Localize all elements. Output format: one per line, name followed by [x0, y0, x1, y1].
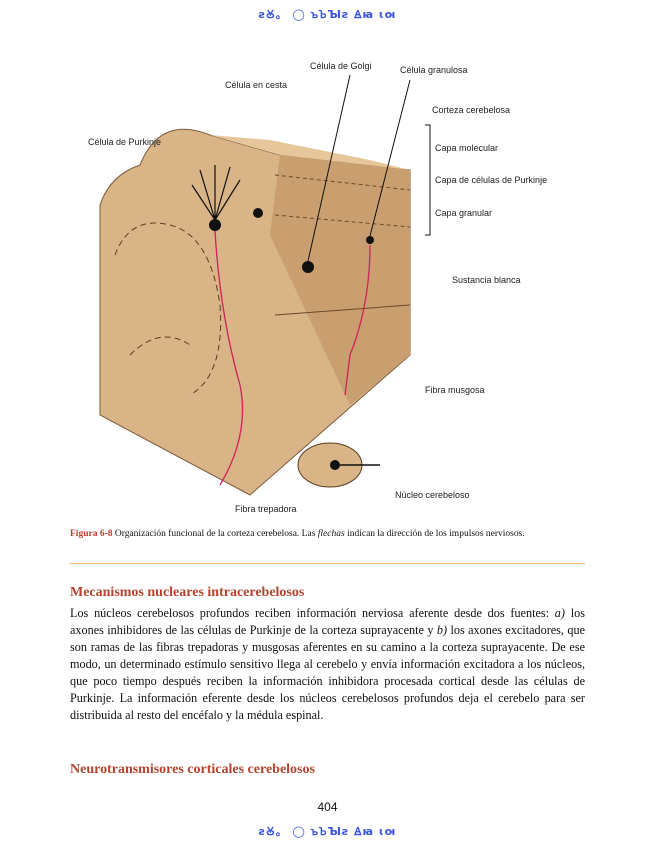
watermark-top: ꙅꙊ。 ◯ ꙏꙎꙐꙅ Ꙙꙗ ꙇꙕ	[258, 8, 397, 21]
section1-paragraph: Los núcleos cerebelosos profundos recibe…	[70, 605, 585, 724]
mossy-fiber	[344, 244, 371, 396]
top-surface	[210, 135, 410, 170]
list-marker-a: a)	[554, 606, 565, 620]
label-cesta: Célula en cesta	[225, 80, 287, 90]
caption-text-before: Organización funcional de la corteza cer…	[112, 529, 318, 539]
caption-italic: flechas	[317, 529, 345, 539]
label-molecular: Capa molecular	[435, 143, 498, 153]
paragraph-text: los axones inhibidores de las células de…	[70, 606, 585, 637]
nucleus-soma	[330, 460, 340, 470]
list-marker-b: b)	[436, 623, 448, 637]
granule-pointer	[369, 79, 411, 237]
cerebellar-cortex-figure: Célula de Golgi Célula granulosa Célula …	[70, 55, 590, 525]
layer-line	[274, 174, 411, 191]
page-number: 404	[317, 800, 338, 814]
paragraph-text: Los núcleos cerebelosos profundos recibe…	[70, 606, 555, 620]
purkinje-soma	[209, 219, 221, 231]
watermark-bottom: ꙅꙊ。 ◯ ꙏꙎꙐꙅ Ꙙꙗ ꙇꙕ	[258, 825, 397, 838]
caption-text-after: indican la dirección de los impulsos ner…	[344, 529, 525, 539]
label-corteza: Corteza cerebelosa	[432, 105, 510, 115]
label-capa-purkinje: Capa de células de Purkinje	[435, 175, 547, 185]
paragraph-text: los axones excitadores, que son ramas de…	[70, 623, 586, 722]
section-divider	[70, 563, 585, 564]
climbing-fiber	[214, 230, 244, 486]
caption-number: Figura 6-8	[70, 529, 113, 539]
golgi-pointer	[307, 74, 351, 262]
label-granular: Capa granular	[435, 208, 492, 218]
folia-curve	[114, 222, 222, 396]
cerebellum-diagram: Célula de Golgi Célula granulosa Célula …	[88, 61, 547, 514]
label-granulosa: Célula granulosa	[400, 65, 468, 75]
layers-bracket	[425, 124, 431, 236]
label-purkinje: Célula de Purkinje	[88, 137, 161, 147]
folia-curve	[129, 336, 191, 356]
figure-caption: Figura 6-8 Organización funcional de la …	[70, 528, 585, 541]
granule-soma	[366, 236, 374, 244]
section-heading-1: Mecanismos nucleares intracerebelosos	[70, 585, 305, 600]
basket-soma	[253, 208, 263, 218]
section-heading-2: Neurotransmisores corticales cerebelosos	[70, 762, 315, 777]
layer-line	[274, 214, 411, 228]
golgi-soma	[302, 261, 314, 273]
label-musgosa: Fibra musgosa	[425, 385, 485, 395]
label-golgi: Célula de Golgi	[310, 61, 372, 71]
label-sustancia: Sustancia blanca	[452, 275, 521, 285]
purkinje-dendrites	[191, 165, 241, 221]
label-nucleo: Núcleo cerebeloso	[395, 490, 470, 500]
layer-line	[274, 304, 411, 316]
label-trepadora: Fibra trepadora	[235, 504, 297, 514]
